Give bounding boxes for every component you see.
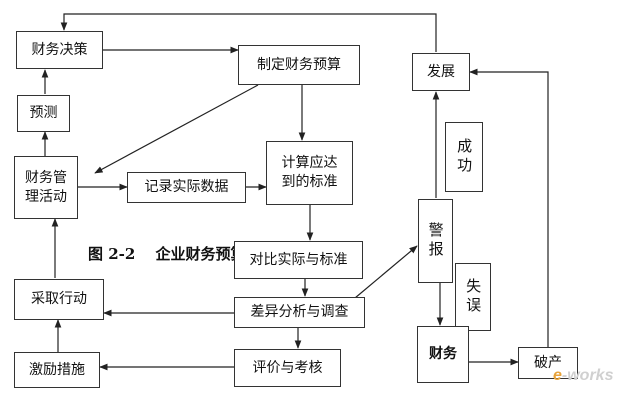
edge-bankruptcy-to-development — [469, 68, 549, 347]
edge-development-to-decision — [60, 13, 437, 52]
edge-budget-to-management — [94, 84, 259, 174]
node-make-budget: 制定财务预算 — [238, 45, 360, 85]
node-development: 发展 — [412, 53, 470, 91]
node-record-actual: 记录实际数据 — [127, 172, 246, 203]
edge-variance-to-alarm — [354, 245, 418, 299]
node-incentive: 激励措施 — [14, 352, 100, 388]
node-financial-decision: 财务决策 — [16, 31, 103, 69]
node-take-action: 采取行动 — [14, 279, 104, 320]
node-bankruptcy: 破产 — [518, 347, 578, 379]
node-calculate-standard: 计算应达 到的标准 — [266, 141, 353, 205]
node-alarm: 警报 — [418, 199, 453, 283]
node-evaluation: 评价与考核 — [234, 349, 341, 387]
node-variance-analysis: 差异分析与调查 — [234, 297, 365, 328]
node-finance: 财务 — [417, 326, 469, 383]
node-success: 成功 — [445, 122, 483, 192]
node-error: 失误 — [455, 263, 491, 331]
node-forecast: 预测 — [17, 95, 70, 132]
node-financial-management: 财务管 理活动 — [14, 156, 78, 219]
node-compare-actual: 对比实际与标准 — [234, 241, 363, 279]
eworks-watermark: e-works — [553, 367, 614, 384]
